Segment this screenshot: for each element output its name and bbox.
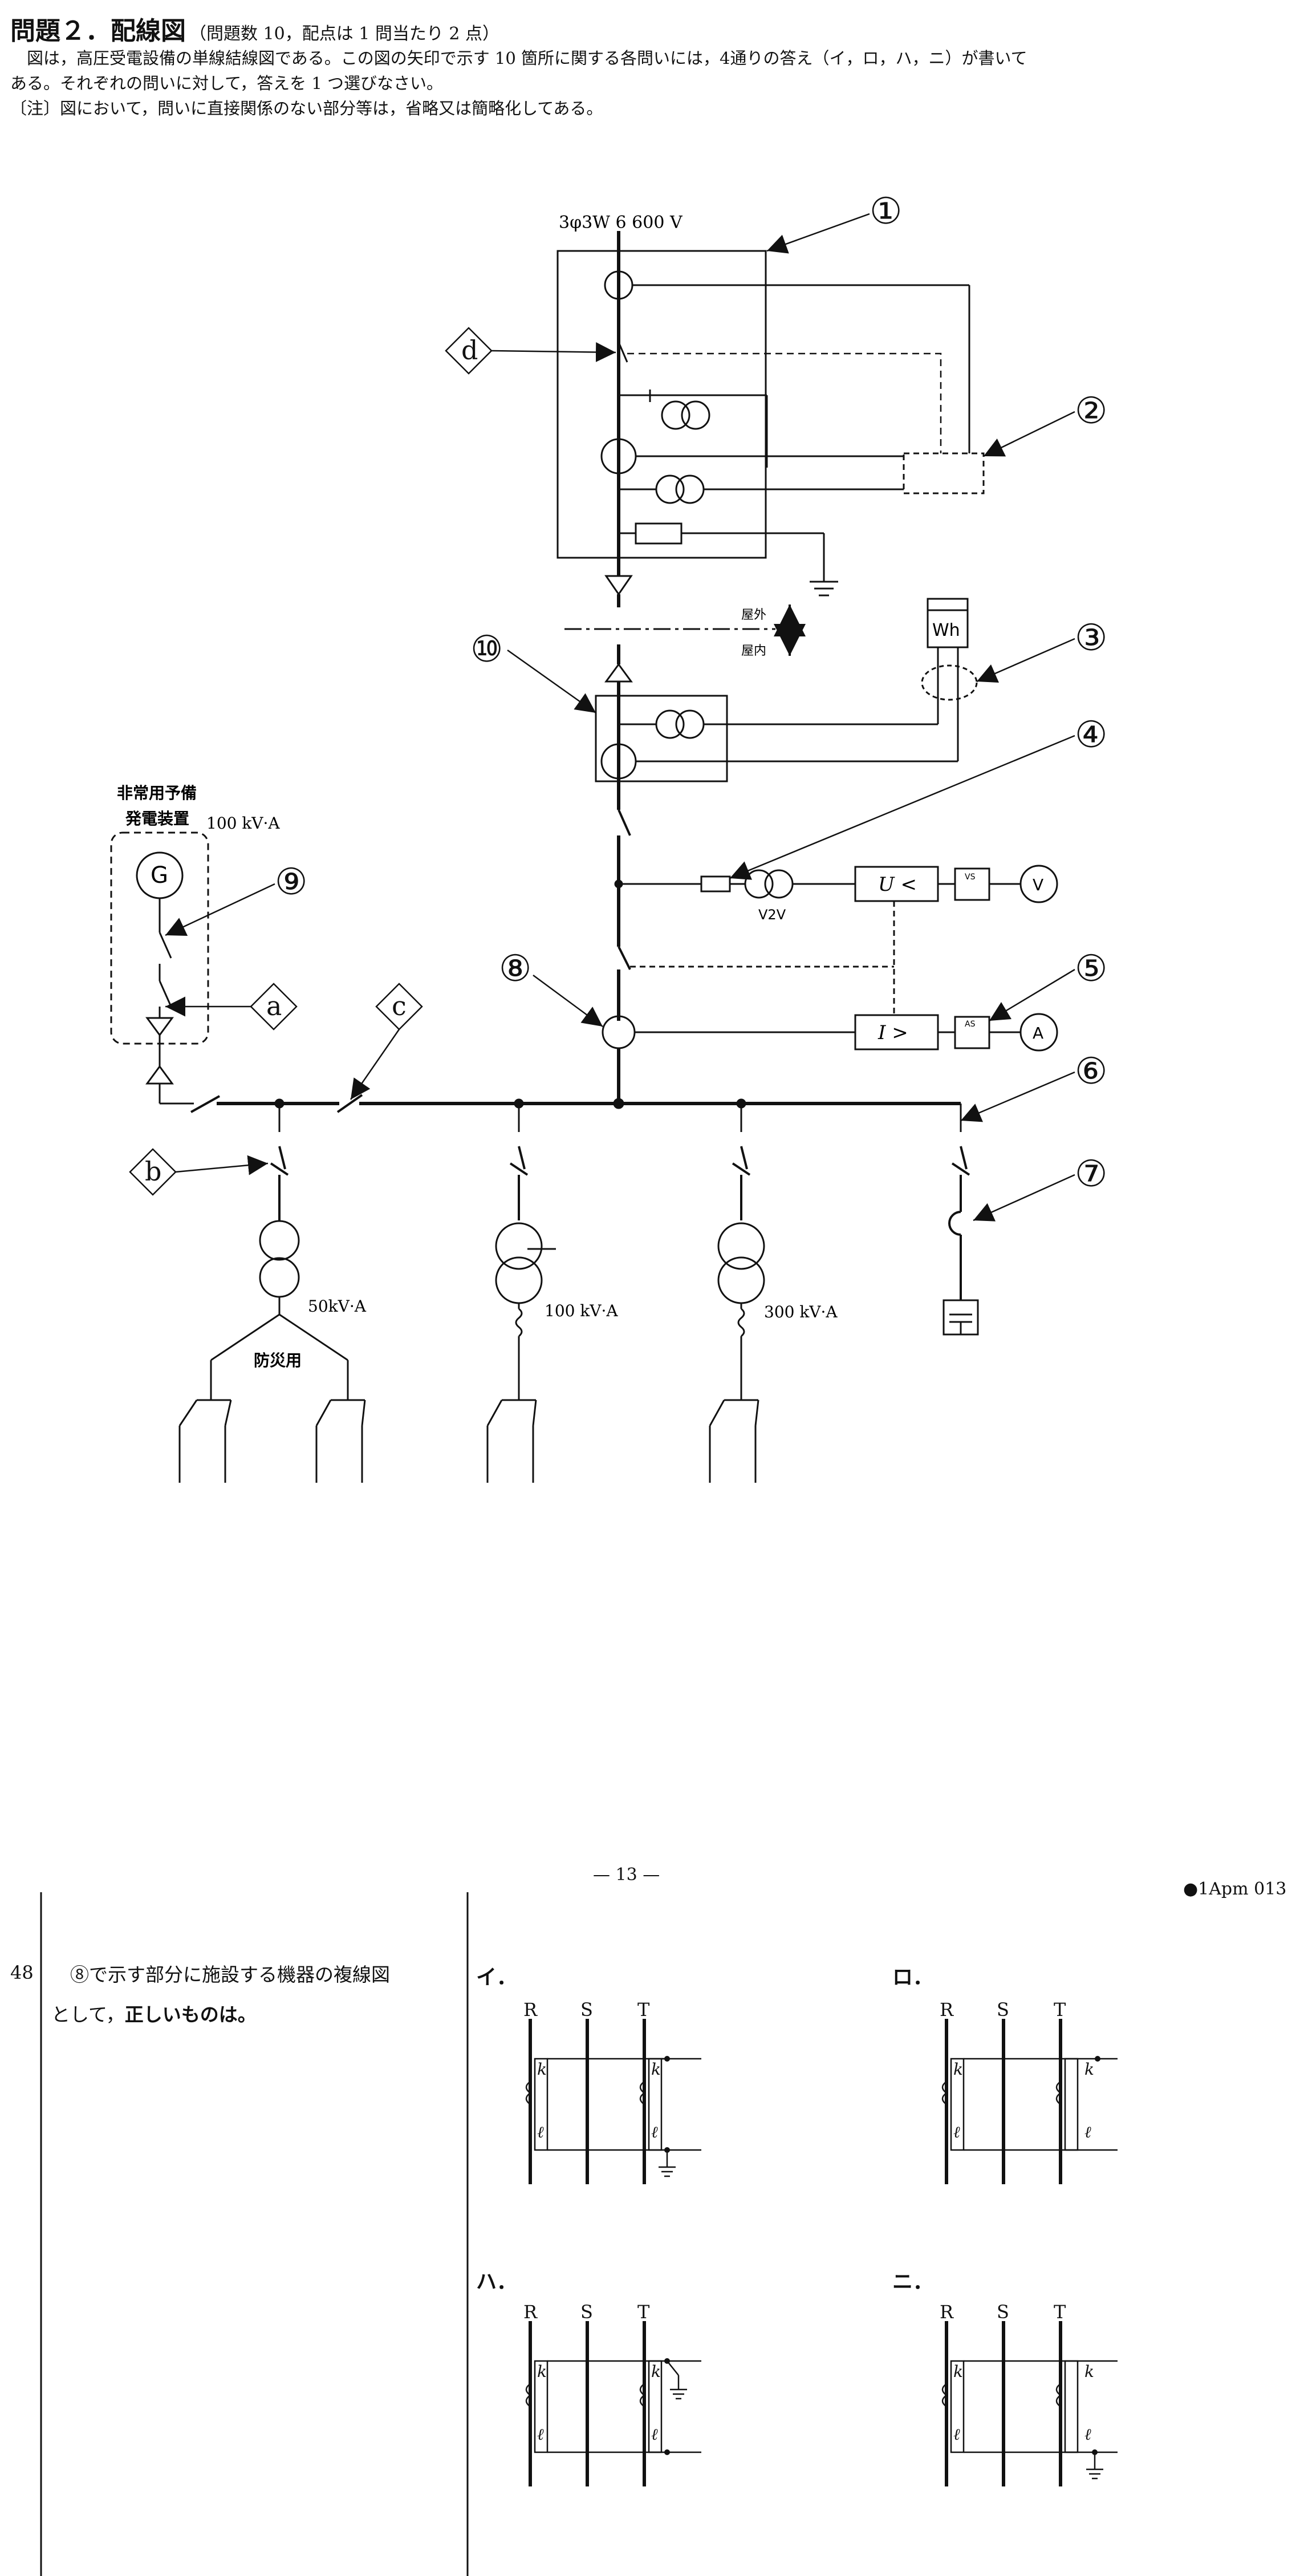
- option-ro-diagram[interactable]: [941, 2019, 1118, 2184]
- option-ro-label[interactable]: ロ．: [892, 1966, 934, 1989]
- callout-8: ⑧: [499, 948, 531, 990]
- as-label: AS: [965, 1020, 976, 1029]
- callout-10: ⑩: [470, 628, 503, 671]
- question-text: ⑧で示す部分に施設する機器の複線図 として，正しいものは。: [51, 1955, 462, 2035]
- transformer-1-rating: 50kV·A: [308, 1297, 367, 1316]
- diamond-a: a: [266, 991, 282, 1021]
- outdoor-label: 屋外: [741, 608, 766, 622]
- indoor-label: 屋内: [741, 644, 766, 658]
- option-i-diagram[interactable]: [525, 2019, 701, 2184]
- callout-2: ②: [1075, 390, 1107, 432]
- option-ni-diagram[interactable]: [941, 2321, 1118, 2486]
- option-ha-label[interactable]: ハ．: [476, 2270, 518, 2294]
- callout-2-box: [903, 452, 985, 494]
- title-subtitle: （問題数 10，配点は 1 問当たり 2 点）: [189, 24, 500, 44]
- question-text-line-2: として，正しいものは。: [51, 1995, 462, 2035]
- callout-5: ⑤: [1075, 948, 1107, 990]
- vs-label: VS: [965, 873, 976, 882]
- uv-relay-label: U <: [878, 873, 917, 896]
- question-text-bold: 正しいものは。: [124, 2003, 257, 2026]
- callout-6: ⑥: [1075, 1050, 1107, 1093]
- title-main: 問題２．配線図: [10, 17, 186, 46]
- ammeter-label: A: [1033, 1024, 1043, 1042]
- intro-note: 〔注〕図において，問いに直接関係のない部分等は，省略又は簡略化してある。: [10, 99, 603, 118]
- diamond-b: b: [145, 1156, 161, 1187]
- callout-4: ④: [1075, 714, 1107, 756]
- supply-label: 3φ3W 6 600 V: [559, 213, 683, 233]
- footer-code: ●1Apm 013: [1183, 1879, 1287, 1899]
- transformer-3-rating: 300 kV·A: [764, 1303, 838, 1321]
- wh-meter-label: Wh: [932, 620, 960, 640]
- transformer-2-rating: 100 kV·A: [545, 1301, 618, 1320]
- diamond-c: c: [392, 991, 407, 1021]
- question-text-normal: として，: [51, 2003, 125, 2026]
- callout-7: ⑦: [1075, 1153, 1107, 1195]
- generator-title-2: 発電装置: [125, 809, 189, 828]
- generator-rating: 100 kV·A: [206, 814, 280, 833]
- generator-symbol: G: [151, 862, 168, 889]
- intro-line-2: ある。それぞれの問いに対して，答えを 1 つ選びなさい。: [10, 74, 443, 93]
- question-text-line-1: ⑧で示す部分に施設する機器の複線図: [51, 1964, 390, 1986]
- v2v-label: V2V: [758, 907, 786, 923]
- page-number: — 13 —: [593, 1865, 660, 1885]
- callout-9: ⑨: [275, 861, 307, 903]
- option-i-label[interactable]: イ．: [476, 1966, 518, 1989]
- callout-10-box: [595, 695, 728, 782]
- callout-1: ①: [870, 190, 902, 233]
- diamond-d: d: [461, 335, 478, 366]
- question-section-title: 問題２．配線図（問題数 10，配点は 1 問当たり 2 点）: [10, 10, 499, 47]
- option-ni-label[interactable]: ニ．: [892, 2270, 934, 2294]
- intro-line-1: 図は，高圧受電設備の単線結線図である。この図の矢印で示す 10 箇所に関する各問…: [10, 48, 1027, 68]
- generator-title-1: 非常用予備: [117, 784, 197, 802]
- voltmeter-label: V: [1033, 875, 1043, 894]
- oc-relay-label: I >: [878, 1021, 908, 1044]
- single-line-diagram: 3φ3W 6 600 V 屋外 屋内 Wh V2V U < I > VS AS …: [110, 190, 1107, 1483]
- transformer-1-use: 防災用: [254, 1351, 302, 1370]
- option-ha-diagram[interactable]: [525, 2321, 701, 2486]
- question-number: 48: [10, 1962, 34, 1983]
- incoming-cubicle-box: [556, 250, 767, 559]
- callout-3: ③: [1075, 617, 1107, 659]
